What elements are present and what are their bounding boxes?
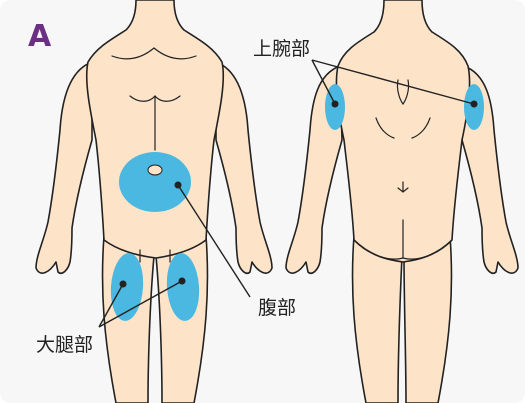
panel-letter: A	[28, 22, 51, 52]
abdomen-site	[119, 152, 191, 212]
back-body	[286, 0, 518, 403]
abdomen-label: 腹部	[258, 299, 296, 318]
navel	[148, 165, 162, 175]
thigh-label: 大腿部	[36, 336, 93, 355]
upper-arm-label: 上腕部	[253, 40, 310, 59]
